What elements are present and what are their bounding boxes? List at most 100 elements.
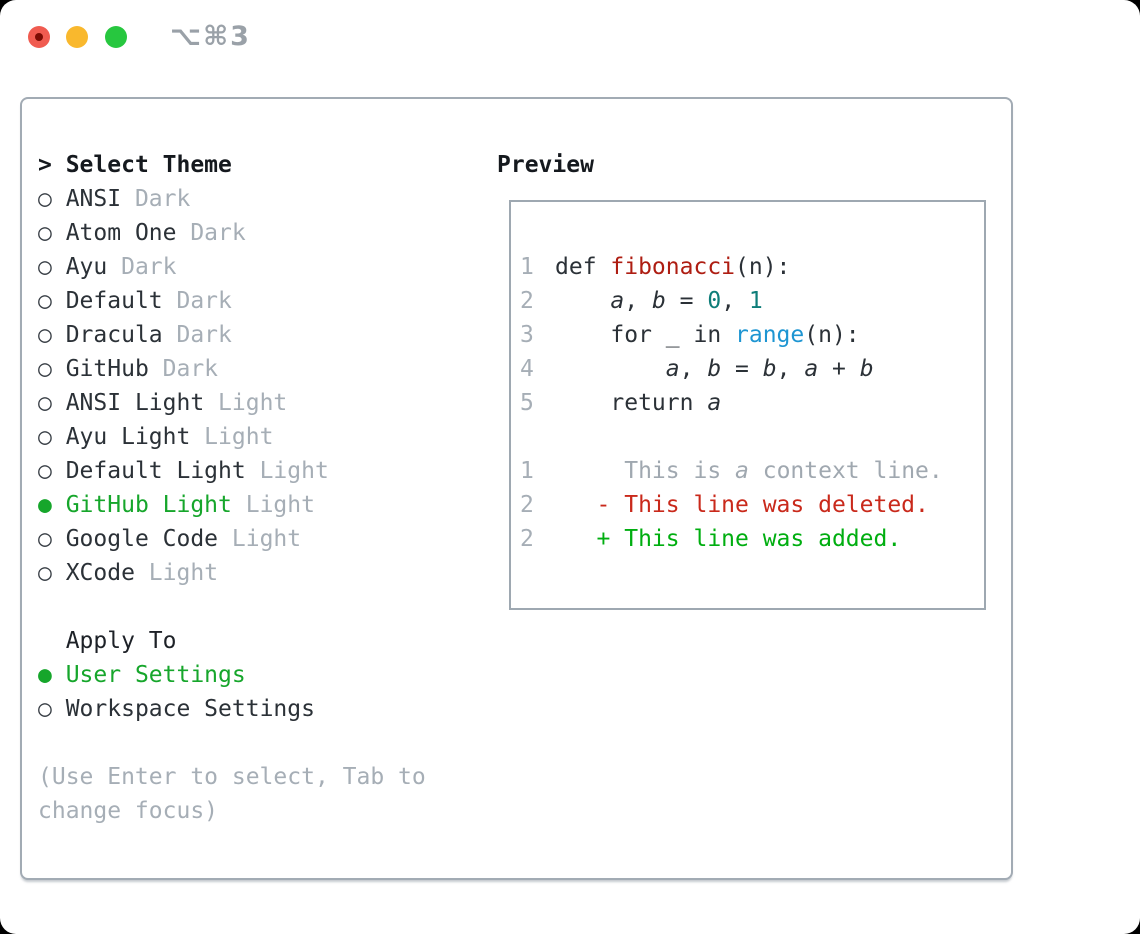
code-segment-plain: =: [721, 356, 763, 382]
theme-variant-label: Light: [204, 390, 288, 416]
theme-option[interactable]: ○ Ayu Dark: [38, 250, 426, 284]
theme-option[interactable]: ○ ANSI Dark: [38, 182, 426, 216]
code-segment-plain: ,: [624, 288, 652, 314]
code-segment-context: This is: [555, 458, 736, 484]
radio-selected-icon: ●: [38, 492, 66, 518]
code-segment-number: 1: [748, 288, 763, 314]
option-label: GitHub: [65, 356, 149, 382]
theme-variant-label: Dark: [121, 186, 191, 212]
code-line: 4 a, b = b, a + b: [520, 352, 943, 386]
theme-variant-label: Dark: [162, 322, 232, 348]
code-segment-deleted: - This line was deleted.: [555, 492, 929, 518]
theme-option[interactable]: ○ ANSI Light Light: [38, 386, 426, 420]
code-segment-variable: b: [859, 356, 874, 382]
apply-to-option[interactable]: ● User Settings: [38, 658, 426, 692]
code-segment-plain: +: [818, 356, 860, 382]
radio-unselected-icon: ○: [38, 356, 66, 382]
code-segment-plain: ,: [776, 356, 805, 382]
hint-line: (Use Enter to select, Tab to: [38, 764, 426, 790]
option-label: Google Code: [65, 526, 219, 552]
minimize-button[interactable]: [66, 26, 88, 48]
prompt-icon: >: [38, 152, 52, 178]
radio-unselected-icon: ○: [38, 560, 66, 586]
window-title: ⌥⌘3: [170, 21, 251, 52]
theme-option[interactable]: ○ GitHub Dark: [38, 352, 426, 386]
radio-unselected-icon: ○: [38, 254, 66, 280]
record-dot-icon: [35, 33, 43, 41]
select-theme-header: > Select Theme: [38, 148, 426, 182]
code-segment-plain: return: [555, 390, 708, 416]
radio-unselected-icon: ○: [38, 526, 66, 552]
theme-variant-label: Light: [245, 458, 329, 484]
line-number: 1: [520, 254, 534, 280]
theme-option[interactable]: ○ Google Code Light: [38, 522, 426, 556]
line-number: 3: [520, 322, 534, 348]
line-number: 5: [520, 390, 534, 416]
preview-box: [509, 200, 986, 610]
code-segment-context: context line.: [748, 458, 943, 484]
code-segment-plain: =: [665, 288, 708, 314]
option-label: User Settings: [65, 662, 246, 688]
option-label: Dracula: [65, 322, 163, 348]
theme-variant-label: Light: [134, 560, 219, 586]
apply-to-option[interactable]: ○ Workspace Settings: [38, 692, 426, 726]
option-label: ANSI Light: [65, 390, 205, 416]
zoom-button[interactable]: [105, 26, 127, 48]
code-segment-variable: a: [665, 356, 680, 382]
code-segment-variable: b: [707, 356, 722, 382]
option-label: XCode: [65, 560, 135, 586]
code-segment-variable: a: [804, 356, 819, 382]
option-label: ANSI: [65, 186, 122, 212]
option-label: GitHub Light: [65, 492, 232, 518]
apply-to-title: Apply To: [38, 628, 177, 654]
select-theme-title: Select Theme: [51, 152, 232, 178]
option-label: Workspace Settings: [65, 696, 315, 722]
theme-options: ○ ANSI Dark○ Atom One Dark○ Ayu Dark○ De…: [38, 182, 426, 590]
spacer: [38, 726, 426, 760]
theme-variant-label: Light: [231, 492, 315, 518]
apply-to-options: ● User Settings○ Workspace Settings: [38, 658, 426, 726]
code-segment-variable: a: [610, 288, 625, 314]
theme-option[interactable]: ○ Atom One Dark: [38, 216, 426, 250]
code-segment-plain: [555, 356, 666, 382]
line-number: 1: [520, 458, 534, 484]
code-segment-plain: ,: [721, 288, 749, 314]
code-segment-plain: def: [555, 254, 611, 280]
theme-variant-label: Light: [190, 424, 274, 450]
line-number: 2: [520, 492, 534, 518]
theme-option[interactable]: ● GitHub Light Light: [38, 488, 426, 522]
theme-option[interactable]: ○ Ayu Light Light: [38, 420, 426, 454]
radio-unselected-icon: ○: [38, 696, 66, 722]
code-segment-builtin: range: [735, 322, 805, 348]
code-line: 2 a, b = 0, 1: [520, 284, 943, 318]
line-number: 4: [520, 356, 534, 382]
line-number: 2: [520, 526, 534, 552]
radio-unselected-icon: ○: [38, 390, 66, 416]
code-line: [520, 420, 943, 454]
radio-unselected-icon: ○: [38, 186, 66, 212]
theme-option[interactable]: ○ XCode Light: [38, 556, 426, 590]
option-label: Ayu Light: [65, 424, 191, 450]
option-label: Default: [65, 288, 163, 314]
theme-option[interactable]: ○ Default Dark: [38, 284, 426, 318]
close-button[interactable]: [28, 26, 50, 48]
option-label: Atom One: [65, 220, 177, 246]
code-line: 5 return a: [520, 386, 943, 420]
theme-option[interactable]: ○ Default Light Light: [38, 454, 426, 488]
code-segment-added: + This line was added.: [555, 526, 902, 552]
theme-list: > Select Theme ○ ANSI Dark○ Atom One Dar…: [38, 148, 426, 828]
radio-selected-icon: ●: [38, 662, 66, 688]
code-segment-function: fibonacci: [610, 254, 736, 280]
code-segment-plain: (n):: [804, 322, 860, 348]
code-segment-variable: a: [707, 390, 722, 416]
code-line: 2 - This line was deleted.: [520, 488, 943, 522]
radio-unselected-icon: ○: [38, 458, 66, 484]
code-segment-plain: [555, 288, 610, 314]
option-label: Default Light: [65, 458, 246, 484]
theme-variant-label: Dark: [148, 356, 219, 382]
radio-unselected-icon: ○: [38, 322, 66, 348]
theme-option[interactable]: ○ Dracula Dark: [38, 318, 426, 352]
